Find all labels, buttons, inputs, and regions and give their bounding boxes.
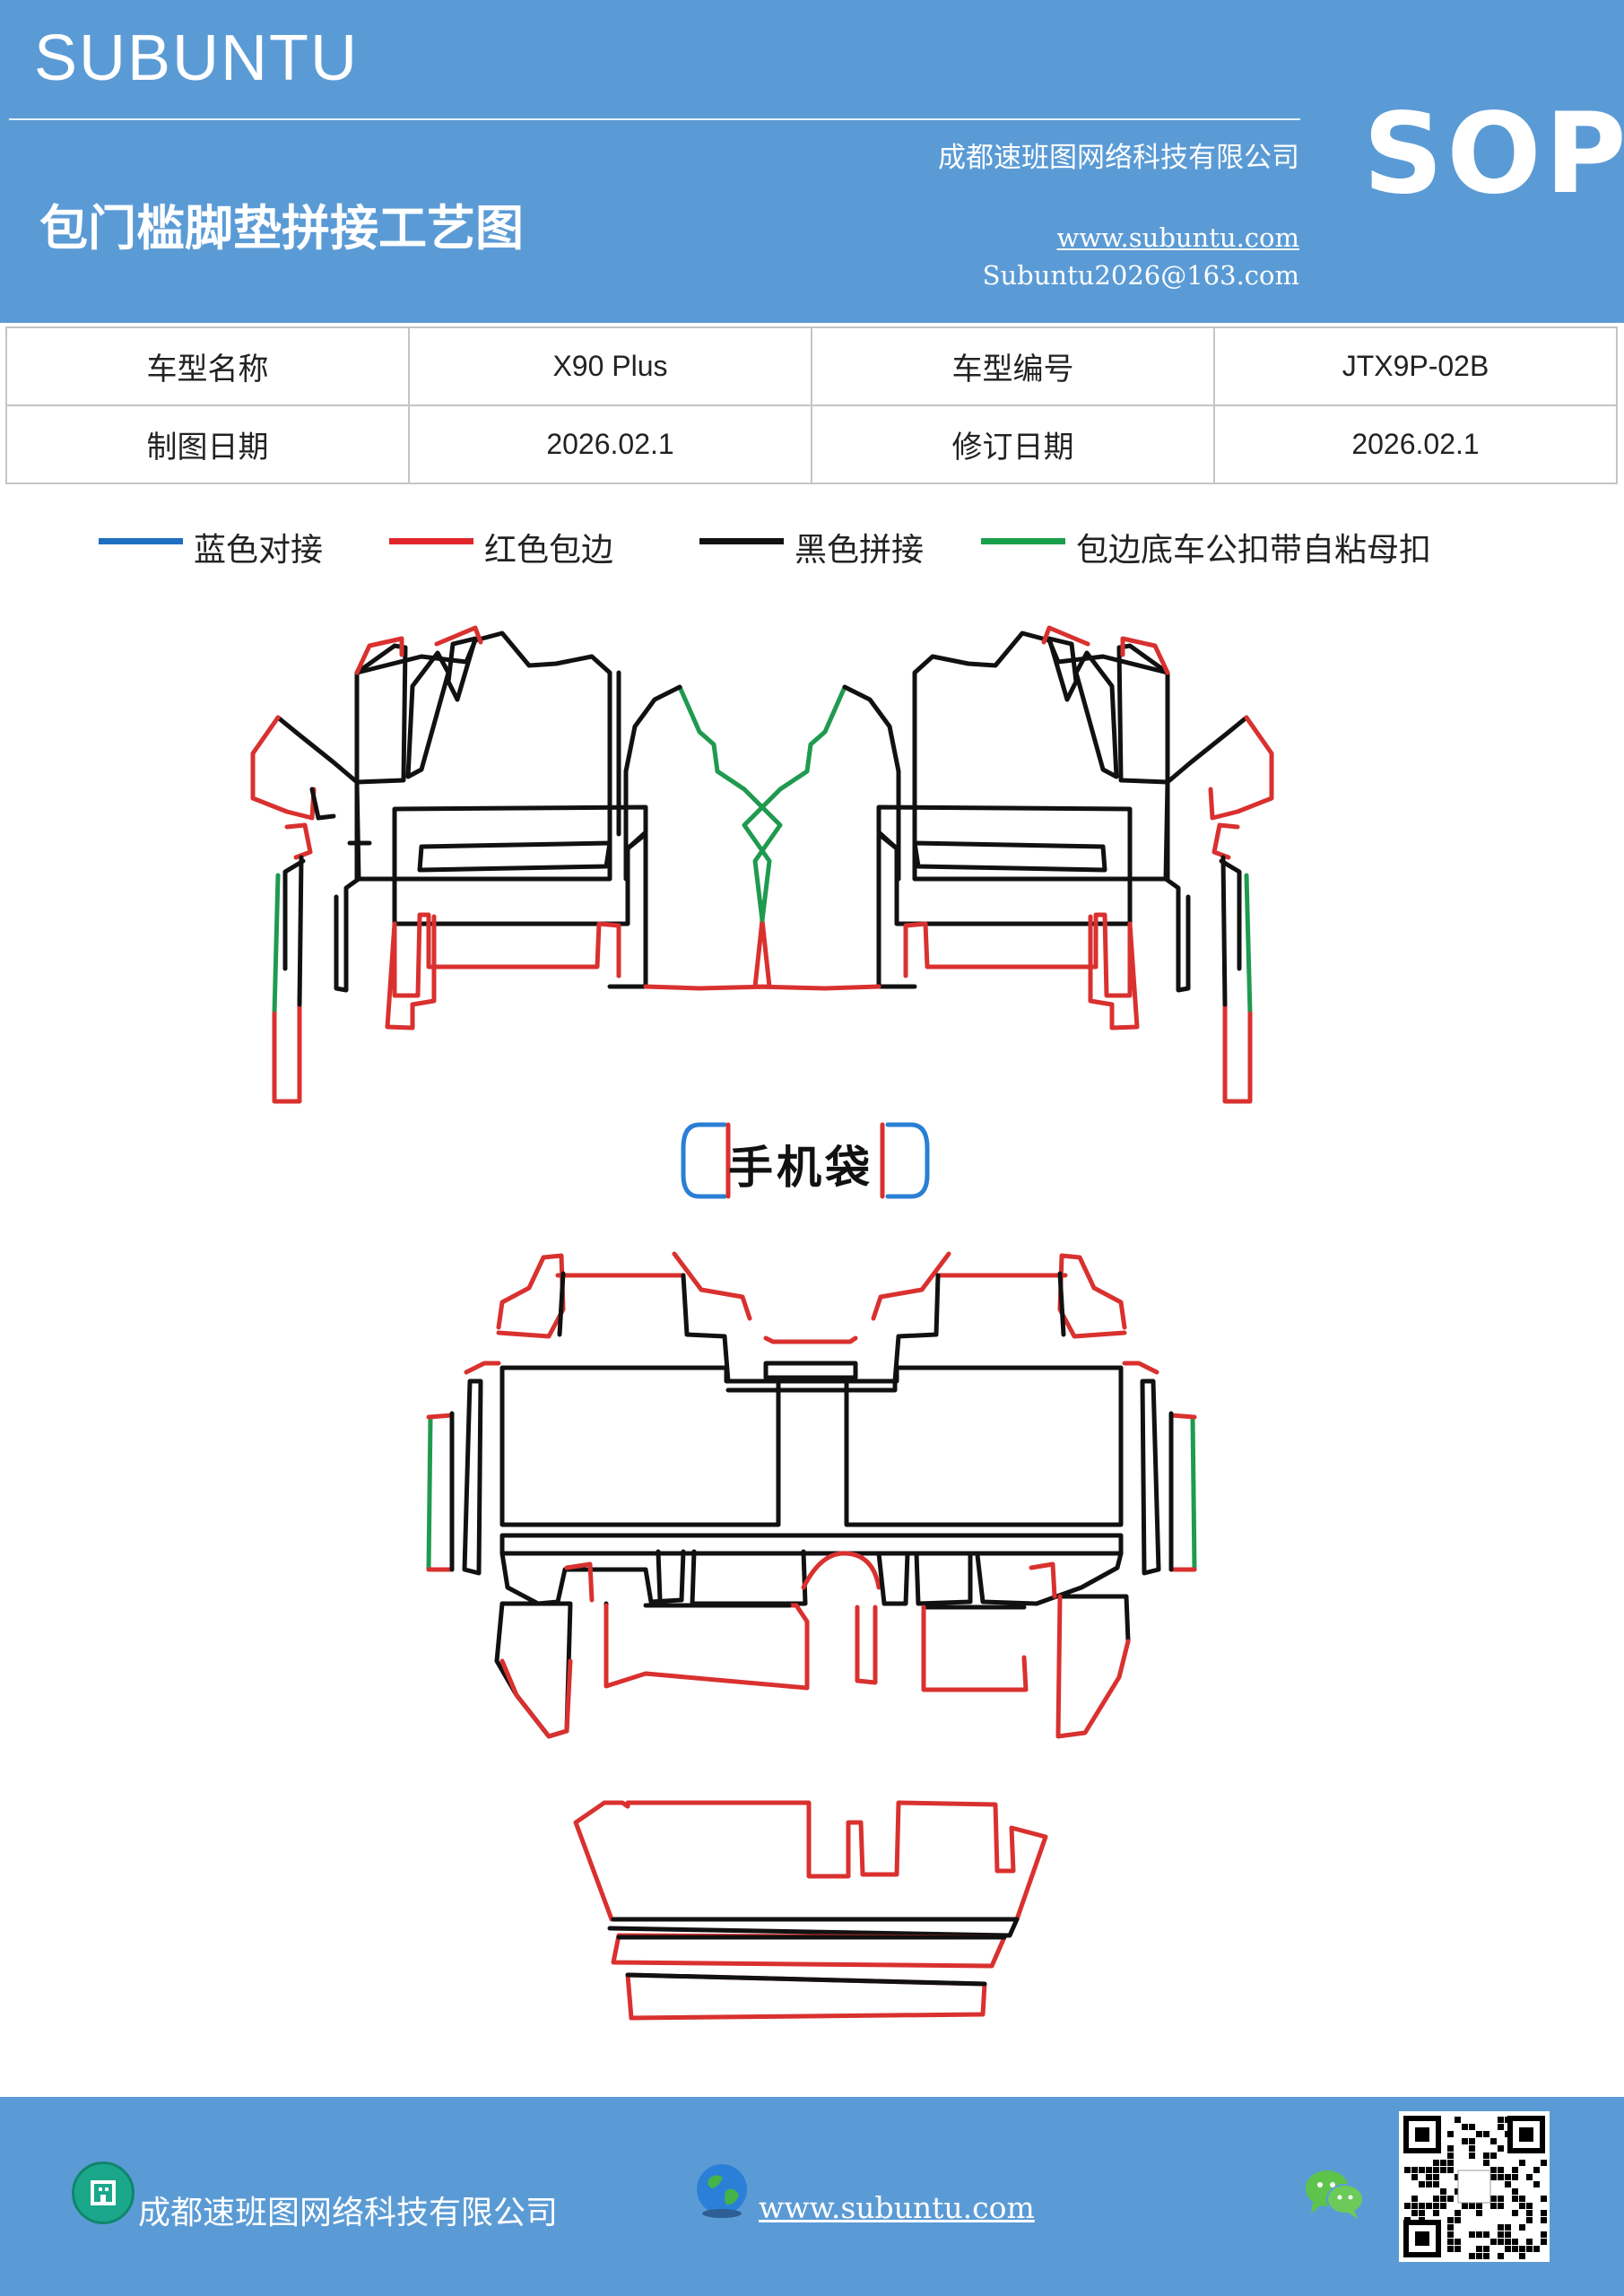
- draw-date-value: 2026.02.1: [408, 404, 812, 484]
- middle-row-mat: [426, 1251, 1197, 1739]
- brand-name: SUBUNTU: [34, 22, 360, 94]
- table-row: 制图日期 2026.02.1 修订日期 2026.02.1: [5, 404, 1618, 484]
- legend-item-blue: 蓝色对接: [99, 520, 323, 574]
- front-left-mat: [250, 625, 783, 1104]
- legend-item-green: 包边底车公扣带自粘母扣: [981, 520, 1431, 574]
- footer-website-link[interactable]: www.subuntu.com: [759, 2190, 1035, 2225]
- email-address: Subuntu2026@163.com: [982, 260, 1299, 291]
- qr-code[interactable]: [1399, 2111, 1550, 2262]
- globe-icon: [692, 2160, 751, 2219]
- legend-item-red: 红色包边: [389, 520, 613, 574]
- color-legend: 蓝色对接 红色包边 黑色拼接 包边底车公扣带自粘母扣: [0, 520, 1624, 574]
- model-name-label: 车型名称: [5, 326, 410, 406]
- model-name-value: X90 Plus: [408, 326, 812, 406]
- website-link[interactable]: www.subuntu.com: [1056, 222, 1299, 253]
- draw-date-label: 制图日期: [5, 404, 410, 484]
- legend-swatch-red: [389, 537, 473, 544]
- company-name: 成都速班图网络科技有限公司: [938, 142, 1299, 174]
- legend-label: 黑色拼接: [795, 532, 925, 569]
- legend-item-black: 黑色拼接: [699, 520, 924, 574]
- document-title: 包门槛脚垫拼接工艺图: [39, 200, 524, 257]
- rear-mat: [573, 1800, 1048, 2021]
- sop-badge: SOP: [1363, 90, 1624, 219]
- revise-date-label: 修订日期: [811, 404, 1215, 484]
- header-divider: [9, 118, 1300, 120]
- legend-swatch-black: [699, 537, 784, 544]
- legend-swatch-blue: [99, 537, 183, 544]
- legend-swatch-green: [981, 537, 1065, 544]
- front-right-mat: [742, 625, 1274, 1104]
- legend-label: 蓝色对接: [194, 532, 324, 569]
- header-banner: SUBUNTU 包门槛脚垫拼接工艺图 成都速班图网络科技有限公司 www.sub…: [0, 0, 1624, 323]
- table-row: 车型名称 X90 Plus 车型编号 JTX9P-02B: [5, 326, 1618, 406]
- phone-pocket-label: 手机袋: [728, 1142, 873, 1194]
- legend-label: 红色包边: [484, 532, 614, 569]
- legend-label: 包边底车公扣带自粘母扣: [1076, 532, 1432, 569]
- floor-mat-diagram: [250, 625, 1274, 2021]
- footer-company-name: 成都速班图网络科技有限公司: [138, 2195, 559, 2231]
- footer-banner: 成都速班图网络科技有限公司 www.subuntu.com: [0, 2097, 1624, 2296]
- model-code-value: JTX9P-02B: [1213, 326, 1618, 406]
- wechat-icon[interactable]: [1302, 2165, 1367, 2222]
- revise-date-value: 2026.02.1: [1213, 404, 1618, 484]
- phone-pocket: [681, 1122, 930, 1199]
- building-icon: [72, 2161, 135, 2224]
- model-code-label: 车型编号: [811, 326, 1215, 406]
- vehicle-info-table: 车型名称 X90 Plus 车型编号 JTX9P-02B 制图日期 2026.0…: [5, 326, 1618, 484]
